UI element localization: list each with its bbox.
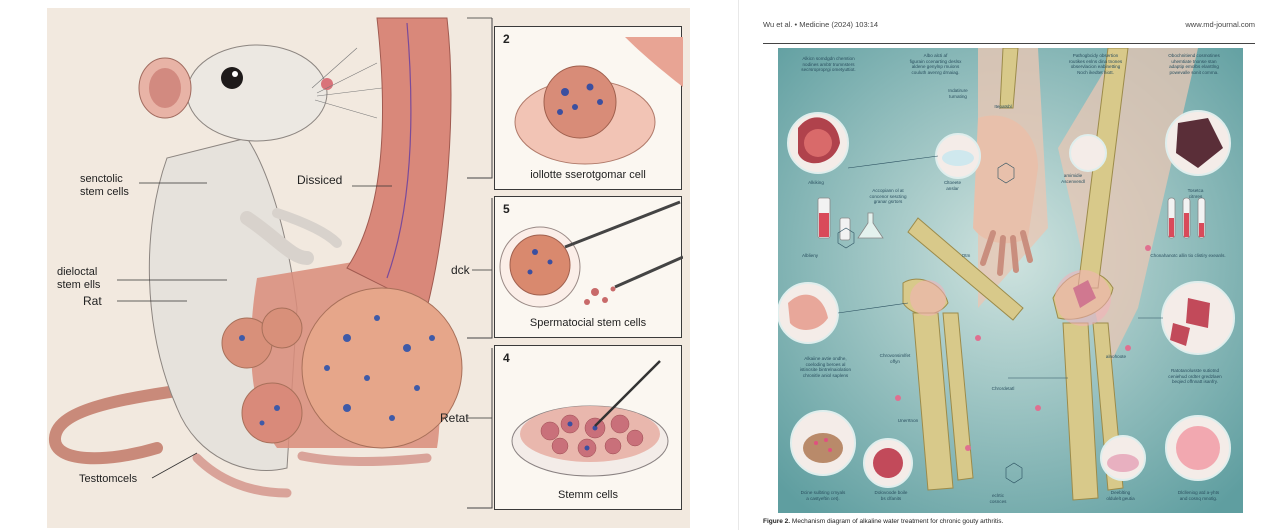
label-senctolic-stem-cells: senctolic stem cells	[80, 173, 129, 198]
rat-stem-cell-illustration: senctolic stem cells Dissiced dieloctal …	[47, 8, 690, 528]
diagram-text-2: Albo alcti af figurain ccenarting deslsx…	[909, 53, 962, 75]
panel-4-number: 4	[503, 351, 510, 365]
diagram-text-23: eclrtic cosnces	[989, 493, 1007, 504]
figure-caption: Figure 2. Mechanism diagram of alkaline …	[763, 518, 1003, 525]
journal-url[interactable]: www.md-journal.com	[1185, 20, 1255, 29]
panel-2-caption: iollotte sserotgomar cell	[530, 169, 646, 181]
paper-citation: Wu et al. • Medicine (2024) 103:14	[763, 20, 879, 29]
panel-5-art	[499, 200, 683, 308]
panel-5-caption: Spermatocial stem cells	[529, 317, 647, 329]
label-testtomcels: Testtomcels	[79, 473, 138, 485]
diagram-text-3: Pathogbcidy obsertion routikes enlns din…	[1068, 53, 1123, 75]
diagram-text-7: Alkiking	[808, 180, 824, 185]
diagram-text-21: Dcine sulbting crnyals a castyeftin cet)…	[800, 490, 846, 501]
label-retat: Retat	[440, 411, 469, 425]
panel-5: 5 Spermatocial stem cells	[494, 196, 683, 338]
diagram-text-24: Deeblting oldulelt geutia	[1106, 490, 1135, 501]
diagram-text-17: Chrordetatl	[991, 386, 1015, 391]
label-rat: Rat	[83, 294, 102, 308]
panel-2-art	[514, 37, 683, 165]
diagram-text-5: Indatirure turnating	[948, 88, 968, 99]
diagram-text-11: Tosetca citnres	[1187, 188, 1204, 199]
diagram-text-18: alnohoote	[1105, 354, 1127, 359]
diagram-text-19: Ratotanolusste sutiotnd ceniehud ordter …	[1168, 368, 1222, 385]
mechanism-diagram: Alkicn somdgdn chemtion nodines ambtr tr…	[778, 48, 1243, 513]
diagram-text-13: Otm	[961, 253, 971, 258]
diagram-text-20: Unerrtnon	[897, 418, 919, 423]
panel-2-number: 2	[503, 32, 510, 46]
diagram-text-22: Dolovoode boile bs clfanits	[874, 490, 908, 501]
diagram-text-6: Itepatsbl	[994, 104, 1012, 109]
diagram-text-1: Alkicn somdgdn chemtion nodines ambtr tr…	[801, 56, 856, 73]
label-dieloctal-stem-cells: dieloctal stem ells	[57, 266, 101, 291]
header-rule	[763, 43, 1255, 44]
diagram-text-4: Obochnitiend cosmotines uhemtiate tnonse…	[1168, 53, 1220, 75]
diagram-text-14: Chonahanotc allin tio clistiry exeanls.	[1150, 253, 1226, 258]
figure-caption-text: Mechanism diagram of alkaline water trea…	[791, 518, 1004, 525]
diagram-text-9: Accopiann ol at concenor sescting granar…	[869, 188, 907, 205]
diagram-text-16: Chrovonsimlfet offyn	[879, 353, 911, 364]
page-divider	[738, 0, 739, 530]
diagram-text-12: Alblieny	[801, 253, 819, 258]
label-dissiced: Dissiced	[297, 173, 343, 187]
panel-4: 4 Stemm cells	[494, 345, 682, 510]
diagram-text-10: amimidie Ascenvendl	[1061, 173, 1085, 184]
rat-illustration-art	[49, 17, 493, 509]
figure-label: Figure 2.	[763, 518, 791, 525]
mechanism-diagram-art	[778, 48, 1243, 513]
label-dck: dck	[451, 263, 470, 277]
panel-4-art	[511, 360, 669, 477]
diagram-text-15: Alkaiine avtie ondhe, coeloding beroes a…	[799, 356, 852, 378]
diagram-text-8: Cltoeete anslar	[943, 180, 962, 191]
diagram-text-25: Dlclleniog atd a-yhts and cosnq mnotlg.	[1177, 490, 1220, 501]
panel-2: 2 iollotte sserotgomar cell	[494, 26, 683, 190]
panel-5-number: 5	[503, 202, 510, 216]
panel-4-caption: Stemm cells	[558, 489, 618, 501]
